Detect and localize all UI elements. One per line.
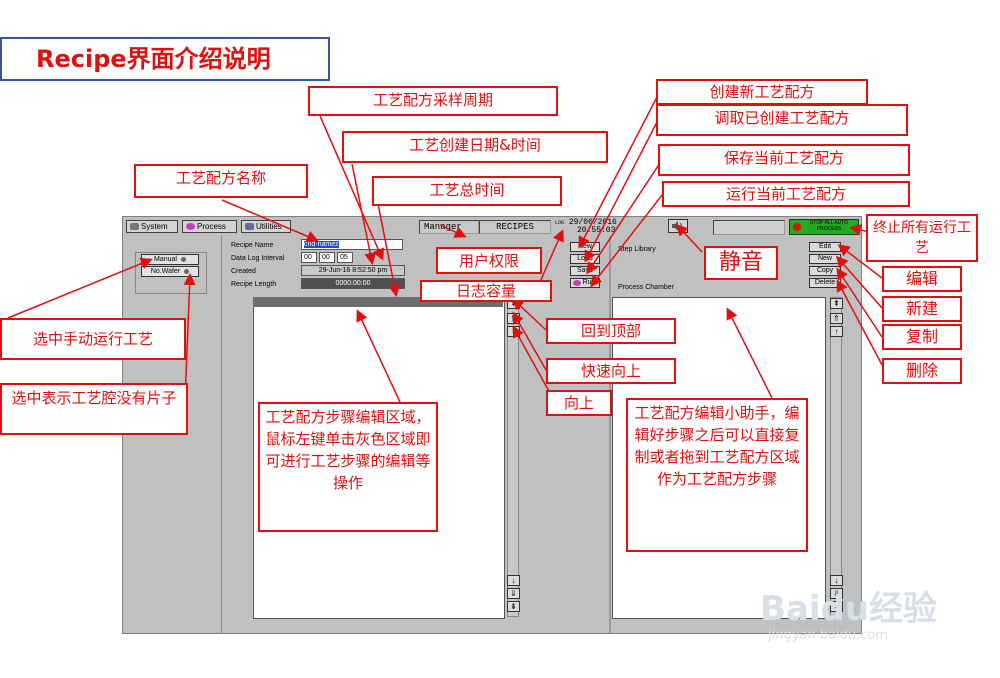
created-value: 29-Jun-16 8:52:50 pm bbox=[301, 265, 405, 276]
screen-name: RECIPES bbox=[479, 220, 551, 234]
system-icon bbox=[130, 223, 139, 231]
chamber-scroll-bottom-button[interactable]: ⇟ bbox=[830, 601, 843, 612]
no-wafer-button[interactable]: No.Wafer bbox=[141, 266, 199, 277]
callout-new-recipe: 创建新工艺配方 bbox=[656, 79, 868, 105]
process-button[interactable]: Process bbox=[182, 220, 237, 233]
scroll-fast-down-button[interactable]: ⇓ bbox=[507, 588, 520, 599]
data-log-interval-label: Data Log Interval bbox=[231, 255, 285, 262]
chamber-scroll-top-button[interactable]: ⇞ bbox=[830, 298, 843, 309]
utilities-icon bbox=[245, 223, 254, 231]
panel-divider bbox=[609, 236, 611, 633]
process-chamber-label: Process Chamber bbox=[618, 284, 675, 291]
stop-icon bbox=[793, 223, 801, 231]
step-library-label: Step Library bbox=[618, 246, 656, 253]
callout-save-recipe: 保存当前工艺配方 bbox=[658, 144, 910, 176]
created-label: Created bbox=[231, 268, 256, 275]
callout-stop-all: 终止所有运行工艺 bbox=[866, 214, 978, 262]
callout-copy: 复制 bbox=[882, 324, 962, 350]
callout-fast-up: 快速向上 bbox=[546, 358, 676, 384]
stop-all-button[interactable]: STOP ALL AUTO PROCESS bbox=[789, 219, 859, 235]
callout-total-time: 工艺总时间 bbox=[372, 176, 562, 206]
interval-seconds-field[interactable]: 05 bbox=[337, 252, 353, 263]
chamber-scroll-up-button[interactable]: ↑ bbox=[830, 326, 843, 337]
callout-helper: 工艺配方编辑小助手，编辑好步骤之后可以直接复制或者拖到工艺配方区域作为工艺配方步… bbox=[626, 398, 808, 552]
manual-indicator-icon bbox=[180, 256, 186, 262]
callout-new: 新建 bbox=[882, 296, 962, 322]
slide-title: Recipe界面介绍说明 bbox=[0, 37, 330, 81]
run-icon bbox=[573, 280, 581, 286]
callout-mute: 静音 bbox=[704, 246, 778, 280]
chamber-scroll-fast-up-button[interactable]: ⇑ bbox=[830, 313, 843, 324]
watermark-brand: Baidu经验 bbox=[760, 589, 938, 629]
baidu-watermark: Baidu经验 jingyan.baidu.com bbox=[760, 590, 960, 650]
callout-delete: 删除 bbox=[882, 358, 962, 384]
system-button[interactable]: System bbox=[126, 220, 178, 233]
recipe-length-label: Recipe Length bbox=[231, 281, 277, 288]
chamber-scroll-fast-down-button[interactable]: ⇓ bbox=[830, 588, 843, 599]
callout-log-capacity: 日志容量 bbox=[420, 280, 552, 302]
save-recipe-button[interactable]: Save bbox=[570, 266, 600, 276]
callout-manual-run: 选中手动运行工艺 bbox=[0, 318, 186, 360]
left-panel bbox=[123, 236, 222, 633]
interval-minutes-field[interactable]: 00 bbox=[319, 252, 335, 263]
scroll-down-button[interactable]: ↓ bbox=[507, 575, 520, 586]
recipe-name-field[interactable]: cnd-namez bbox=[301, 239, 403, 250]
callout-to-top: 回到顶部 bbox=[546, 318, 676, 344]
callout-no-wafer: 选中表示工艺腔没有片子 bbox=[0, 383, 188, 435]
no-wafer-indicator-icon bbox=[184, 268, 190, 274]
callout-recipe-name: 工艺配方名称 bbox=[134, 164, 308, 198]
chamber-scroll-down-button[interactable]: ↓ bbox=[830, 575, 843, 586]
callout-editor-area: 工艺配方步骤编辑区域，鼠标左键单击灰色区域即可进行工艺步骤的编辑等操作 bbox=[258, 402, 438, 532]
mode-group bbox=[135, 252, 207, 294]
callout-create-datetime: 工艺创建日期&时间 bbox=[342, 131, 608, 163]
callout-user-rights: 用户权限 bbox=[436, 247, 542, 274]
interval-hours-field[interactable]: 00 bbox=[301, 252, 317, 263]
editor-header-bar[interactable] bbox=[253, 297, 503, 307]
callout-run-recipe: 运行当前工艺配方 bbox=[662, 181, 910, 207]
callout-edit: 编辑 bbox=[882, 266, 962, 292]
watermark-url: jingyan.baidu.com bbox=[768, 628, 888, 643]
message-field bbox=[713, 220, 785, 235]
callout-up: 向上 bbox=[546, 390, 612, 416]
recipe-length-value: 0000:00:00 bbox=[301, 278, 405, 289]
callout-load-recipe: 调取已创建工艺配方 bbox=[656, 104, 908, 136]
callout-sample-period: 工艺配方采样周期 bbox=[308, 86, 558, 116]
process-icon bbox=[186, 223, 195, 231]
chamber-scrollbar[interactable] bbox=[830, 297, 842, 617]
scroll-bottom-button[interactable]: ⇟ bbox=[507, 601, 520, 612]
recipe-name-label: Recipe Name bbox=[231, 242, 274, 249]
